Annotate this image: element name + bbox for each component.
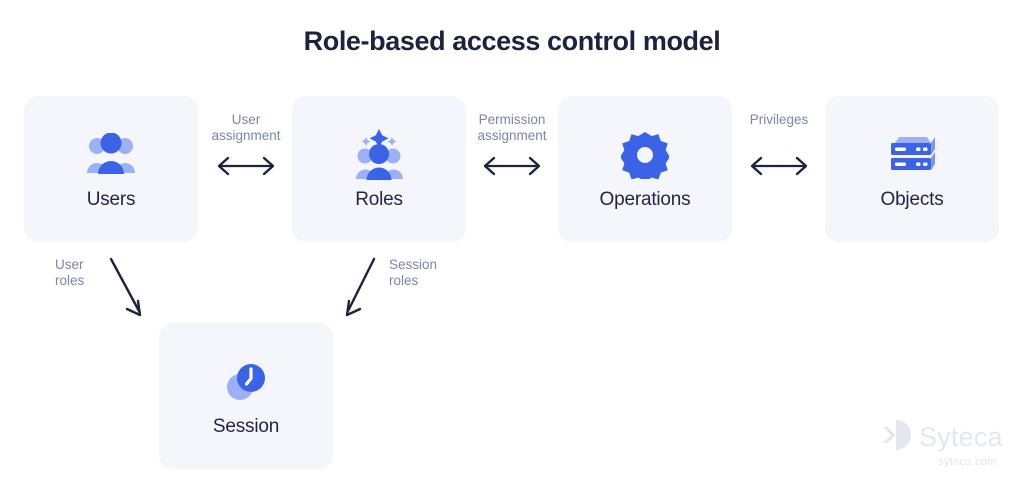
card-session[interactable]: Session — [159, 323, 333, 469]
watermark-row: Syteca — [881, 420, 1003, 455]
connector-label-line2: assignment — [211, 128, 281, 143]
connector-label-line1: User — [231, 112, 261, 127]
connector-label-line2: assignment — [477, 128, 547, 143]
connector-label-privileges: Privileges — [731, 112, 827, 128]
double-headed-arrow-icon — [198, 156, 294, 176]
card-label-operations: Operations — [599, 189, 691, 210]
double-headed-arrow-icon — [464, 156, 560, 176]
connector-label-line2: roles — [55, 273, 85, 288]
users-group-icon — [83, 127, 139, 183]
connector-privileges: Privileges — [731, 112, 827, 176]
server-rack-icon — [886, 127, 938, 183]
arrow-down-left-icon — [336, 255, 386, 326]
clock-icon — [221, 354, 271, 410]
connector-user-assignment: User assignment — [198, 112, 294, 176]
watermark-brand-name: Syteca — [919, 422, 1003, 452]
syteca-chevron-logo-icon — [881, 420, 911, 455]
card-operations[interactable]: Operations — [558, 96, 732, 242]
connector-label-line1: Permission — [478, 112, 546, 127]
connector-label-session-roles: Session roles — [389, 257, 437, 289]
watermark-url: syteca.com — [938, 456, 997, 468]
connector-label-user-roles: User roles — [55, 257, 84, 289]
watermark: Syteca syteca.com — [881, 420, 1003, 468]
connector-permission-assignment: Permission assignment — [464, 112, 560, 176]
card-objects[interactable]: Objects — [825, 96, 999, 242]
card-roles[interactable]: Roles — [292, 96, 466, 242]
card-label-users: Users — [86, 189, 136, 210]
double-headed-arrow-icon — [731, 156, 827, 176]
connector-label-user-assignment: User assignment — [198, 112, 294, 144]
users-group-sparkle-icon — [350, 127, 408, 183]
connector-label-permission-assignment: Permission assignment — [464, 112, 560, 144]
card-users[interactable]: Users — [24, 96, 198, 242]
gear-icon — [621, 127, 669, 183]
card-label-objects: Objects — [880, 189, 944, 210]
page-title: Role-based access control model — [303, 26, 721, 56]
connector-label-line1: Privileges — [749, 112, 809, 127]
connector-label-line2: roles — [389, 273, 419, 288]
connector-label-line1: User — [55, 257, 84, 272]
connector-label-line1: Session — [389, 257, 438, 272]
card-label-roles: Roles — [355, 189, 403, 210]
card-label-session: Session — [212, 416, 280, 437]
arrow-down-right-icon — [105, 255, 155, 326]
